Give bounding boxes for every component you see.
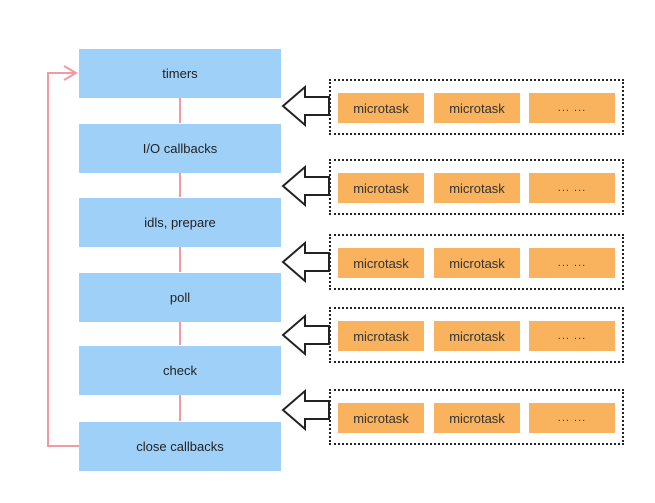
phase-label: close callbacks	[136, 439, 224, 454]
microtask-item: microtask	[434, 403, 520, 433]
microtask-ellipsis: ... ...	[529, 248, 615, 278]
microtask-item: microtask	[338, 248, 424, 278]
phase-label: I/O callbacks	[142, 141, 218, 156]
microtask-item: microtask	[434, 93, 520, 123]
phase-label: timers	[162, 66, 198, 81]
phase-label: check	[163, 363, 197, 378]
microtask-item: microtask	[434, 173, 520, 203]
microtask-queue: microtask microtask ... ...	[329, 307, 624, 363]
hollow-left-arrow-icon	[281, 164, 330, 208]
microtask-ellipsis: ... ...	[529, 93, 615, 123]
microtask-queue: microtask microtask ... ...	[329, 234, 624, 290]
microtask-ellipsis: ... ...	[529, 403, 615, 433]
phase-io-callbacks: I/O callbacks	[79, 124, 281, 173]
loop-back-arrow-icon	[47, 65, 79, 447]
microtask-item: microtask	[338, 321, 424, 351]
phase-label: idls, prepare	[144, 215, 216, 230]
phase-idle-prepare: idls, prepare	[79, 198, 281, 247]
hollow-left-arrow-icon	[281, 313, 330, 357]
phase-check: check	[79, 346, 281, 395]
hollow-left-arrow-icon	[281, 240, 330, 284]
phase-label: poll	[169, 290, 191, 305]
phase-close-callbacks: close callbacks	[79, 422, 281, 471]
microtask-queue: microtask microtask ... ...	[329, 79, 624, 135]
phase-timers: timers	[79, 49, 281, 98]
phase-poll: poll	[79, 273, 281, 322]
microtask-item: microtask	[338, 173, 424, 203]
microtask-queue: microtask microtask ... ...	[329, 159, 624, 215]
microtask-ellipsis: ... ...	[529, 173, 615, 203]
microtask-item: microtask	[434, 248, 520, 278]
microtask-ellipsis: ... ...	[529, 321, 615, 351]
microtask-item: microtask	[338, 403, 424, 433]
microtask-item: microtask	[434, 321, 520, 351]
microtask-item: microtask	[338, 93, 424, 123]
hollow-left-arrow-icon	[281, 84, 330, 128]
microtask-queue: microtask microtask ... ...	[329, 389, 624, 445]
hollow-left-arrow-icon	[281, 388, 330, 432]
